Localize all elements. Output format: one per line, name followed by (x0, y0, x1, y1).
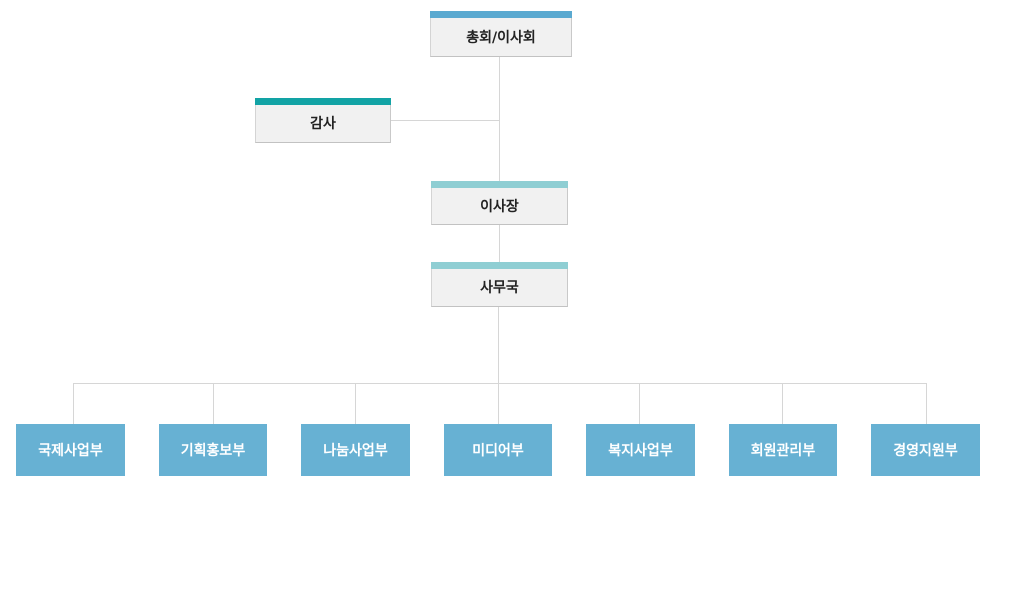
dept-connector-4 (639, 383, 640, 424)
node-audit-bar (255, 98, 391, 105)
node-chairman-label: 이사장 (480, 198, 519, 215)
node-audit-label: 감사 (310, 116, 336, 132)
connector-secretariat-down (498, 307, 499, 383)
node-assembly-bar (430, 11, 572, 18)
dept-connector-3 (498, 383, 499, 424)
connector-audit (390, 120, 500, 121)
connector-dept-horizontal (73, 383, 927, 384)
dept-welfare: 복지사업부 (586, 424, 695, 476)
connector-main-vertical (499, 57, 500, 181)
dept-planning-pr: 기획홍보부 (159, 424, 267, 476)
node-secretariat-label: 사무국 (480, 280, 519, 296)
connector-chairman-secretariat (499, 225, 500, 262)
dept-connector-1 (213, 383, 214, 424)
node-secretariat: 사무국 (431, 262, 568, 307)
dept-membership: 회원관리부 (729, 424, 837, 476)
node-assembly-label: 총회/이사회 (466, 29, 536, 46)
dept-international: 국제사업부 (16, 424, 125, 476)
dept-media: 미디어부 (444, 424, 552, 476)
dept-sharing: 나눔사업부 (301, 424, 410, 476)
dept-connector-0 (73, 383, 74, 424)
node-audit: 감사 (255, 98, 391, 143)
node-assembly: 총회/이사회 (430, 11, 572, 57)
dept-connector-6 (926, 383, 927, 424)
node-chairman-bar (431, 181, 568, 188)
node-chairman: 이사장 (431, 181, 568, 225)
dept-management: 경영지원부 (871, 424, 980, 476)
node-secretariat-bar (431, 262, 568, 269)
dept-connector-5 (782, 383, 783, 424)
dept-connector-2 (355, 383, 356, 424)
